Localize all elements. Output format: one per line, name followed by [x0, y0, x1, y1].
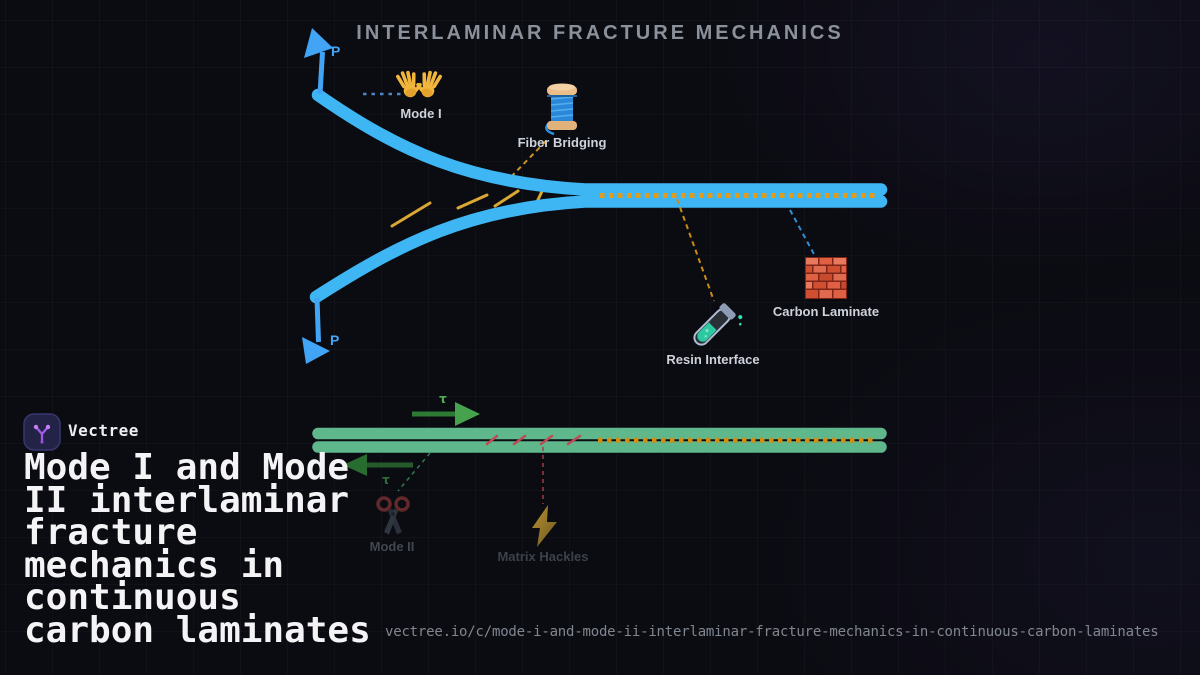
carbon-laminate-connector — [789, 209, 816, 257]
video-title: Mode I and Mode II interlaminar fracture… — [24, 447, 371, 651]
brick-wall-icon — [805, 257, 847, 299]
video-title-line: Mode I and Mode — [24, 447, 350, 488]
matrix-hackle-marks — [485, 434, 582, 446]
fiber-bridging-connector — [503, 140, 547, 185]
video-title-line: carbon laminates — [24, 609, 371, 651]
brand-name: Vectree — [68, 421, 139, 440]
resin-interface-connector — [676, 198, 715, 302]
vectree-branch-icon — [23, 413, 61, 451]
load-label-top: P — [331, 43, 341, 59]
carbon-laminate-label: Carbon Laminate — [772, 304, 880, 319]
load-arrow-bottom — [302, 297, 330, 364]
resin-interface-label: Resin Interface — [666, 352, 760, 367]
thread-spool-icon — [545, 83, 577, 136]
page-url: vectree.io/c/mode-i-and-mode-ii-interlam… — [385, 624, 1159, 640]
upper-beam — [311, 88, 888, 196]
test-tube-icon — [693, 303, 743, 346]
load-label-bottom: P — [330, 332, 340, 348]
mode1-diagram — [302, 28, 888, 364]
open-hands-icon — [396, 70, 442, 98]
video-title-line: mechanics in — [24, 544, 285, 586]
mode1-label: Mode I — [400, 106, 442, 121]
mode2-connector — [397, 452, 431, 492]
lower-beam — [309, 195, 888, 304]
page-title: INTERLAMINAR FRACTURE MECHANICS — [356, 22, 844, 44]
video-title-line: II interlaminar — [24, 479, 350, 521]
mode2-diagram — [312, 402, 887, 547]
shear-label-bottom: τ — [382, 473, 390, 487]
shear-arrow-top — [412, 402, 480, 426]
shear-arrow-bottom — [343, 454, 413, 476]
video-title-line: continuous — [24, 577, 241, 618]
scissors-icon — [376, 496, 410, 535]
lightning-icon — [532, 505, 557, 547]
fiber-bridging-label: Fiber Bridging — [517, 135, 607, 150]
video-title-line: fracture — [24, 512, 198, 553]
mode2-label: Mode II — [369, 539, 415, 554]
shear-label-top: τ — [439, 392, 447, 406]
load-arrow-top — [304, 28, 333, 95]
matrix-hackles-label: Matrix Hackles — [497, 549, 589, 564]
